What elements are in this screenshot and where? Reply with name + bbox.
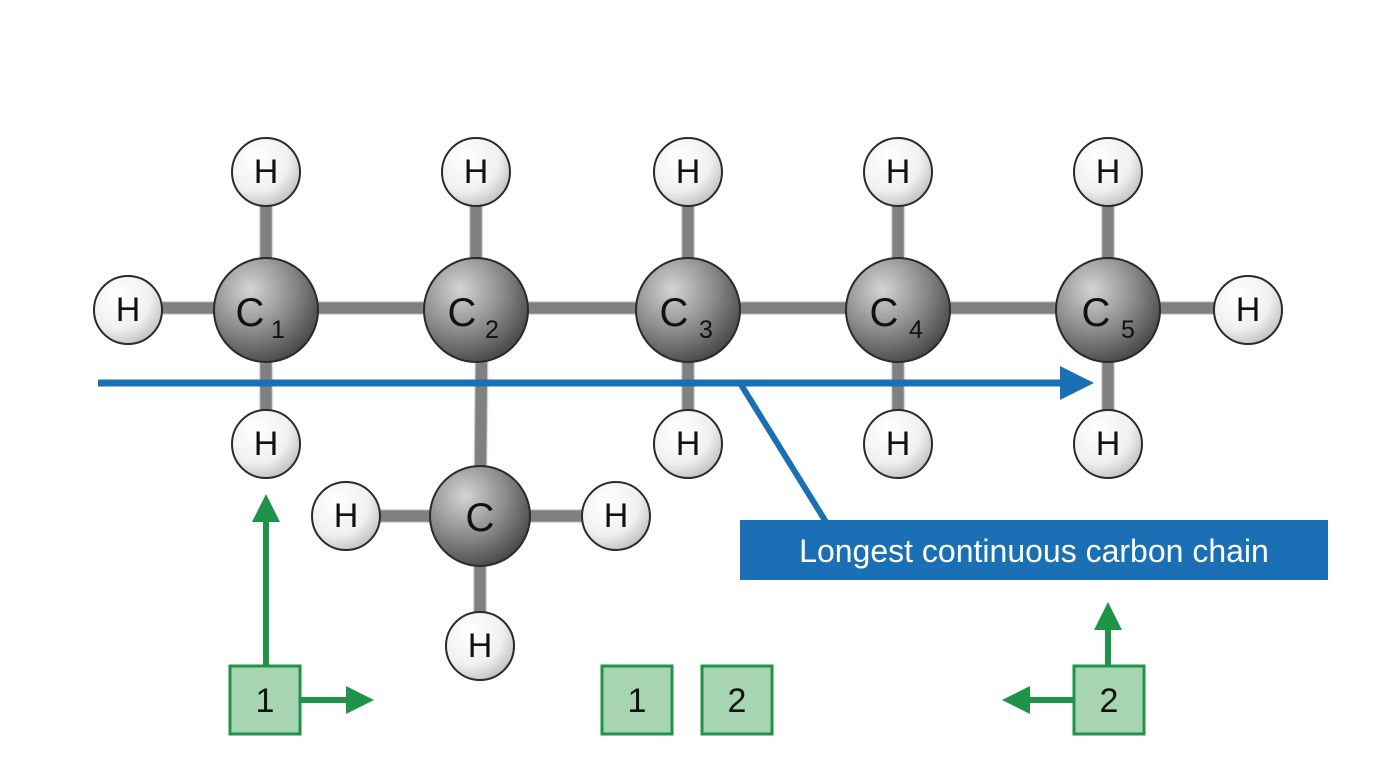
hydrogen-atom: H (311, 481, 381, 551)
hydrogen-atom: H (1213, 275, 1283, 345)
carbon-atom-branch: C (429, 465, 531, 567)
carbon-symbol: C (1082, 291, 1111, 335)
hydrogen-atom: H (1073, 137, 1143, 207)
carbon-symbol: C (870, 291, 899, 335)
hydrogen-label: H (676, 153, 701, 191)
hydrogen-label: H (254, 153, 279, 191)
numbering-box-label: 1 (628, 682, 647, 720)
carbon-symbol: C (660, 291, 689, 335)
svg-text:C: C (870, 291, 899, 335)
hydrogen-atom: H (653, 137, 723, 207)
hydrogen-label: H (1096, 153, 1121, 191)
hydrogen-label: H (464, 153, 489, 191)
carbon-subscript: 5 (1121, 316, 1135, 344)
chain-arrow (98, 366, 1094, 524)
hydrogen-label: H (1236, 291, 1261, 329)
hydrogen-label: H (604, 497, 629, 535)
svg-text:C: C (1082, 291, 1111, 335)
carbon-symbol: C (236, 291, 265, 335)
numbering-box-label: 2 (1100, 682, 1119, 720)
hydrogen-label: H (1096, 425, 1121, 463)
carbon-atom-c4: C 4 (845, 257, 951, 363)
arrow-up-icon (1094, 602, 1122, 630)
hydrogen-atom: H (863, 137, 933, 207)
carbon-subscript: 4 (909, 316, 923, 344)
numbering-box-label: 1 (256, 682, 275, 720)
svg-text:C: C (448, 291, 477, 335)
hydrogen-atom: H (445, 611, 515, 681)
hydrogen-atom: H (863, 409, 933, 479)
chain-label-text: Longest continuous carbon chain (799, 533, 1269, 569)
numbering-annotations: 1 1 2 2 (228, 494, 1146, 736)
chain-label: Longest continuous carbon chain (740, 520, 1328, 580)
numbering-left-group: 1 (228, 494, 374, 736)
hydrogen-label: H (886, 425, 911, 463)
hydrogen-atom: H (1073, 409, 1143, 479)
hydrogen-label: H (468, 627, 493, 665)
hydrogen-atom: H (231, 137, 301, 207)
svg-text:C: C (236, 291, 265, 335)
hydrogen-atom: H (441, 137, 511, 207)
hydrogen-label: H (676, 425, 701, 463)
carbon-subscript: 2 (485, 316, 499, 344)
hydrogen-label: H (886, 153, 911, 191)
arrow-right-icon (346, 686, 374, 714)
hydrogen-atom: H (653, 409, 723, 479)
numbering-box-label: 2 (728, 682, 747, 720)
hydrogen-atom: H (231, 409, 301, 479)
carbon-atom-c5: C 5 (1055, 257, 1161, 363)
numbering-right-group: 2 (1002, 602, 1146, 736)
carbon-atom-c2: C 2 (423, 257, 529, 363)
hydrogen-label: H (254, 425, 279, 463)
hydrogen-label: H (334, 497, 359, 535)
carbon-atoms: C 1 C 2 C 3 C 4 C (213, 257, 1161, 567)
carbon-subscript: 1 (271, 316, 285, 344)
carbon-atom-c3: C 3 (635, 257, 741, 363)
hydrogen-atom: H (93, 275, 163, 345)
arrow-left-icon (1002, 686, 1030, 714)
carbon-symbol: C (448, 291, 477, 335)
numbering-box (600, 664, 674, 736)
hydrogen-atom: H (581, 481, 651, 551)
numbering-box (700, 664, 774, 736)
carbon-symbol: C (466, 496, 495, 540)
hydrogen-atoms: H H H H H H H H H H H H H H (93, 137, 1283, 681)
numbering-box (1072, 664, 1146, 736)
carbon-atom-c1: C 1 (213, 257, 319, 363)
carbon-subscript: 3 (699, 316, 713, 344)
hydrogen-label: H (116, 291, 141, 329)
numbering-box (228, 664, 302, 736)
numbering-middle-group: 1 2 (600, 664, 774, 736)
arrow-up-icon (252, 494, 280, 522)
svg-text:C: C (660, 291, 689, 335)
